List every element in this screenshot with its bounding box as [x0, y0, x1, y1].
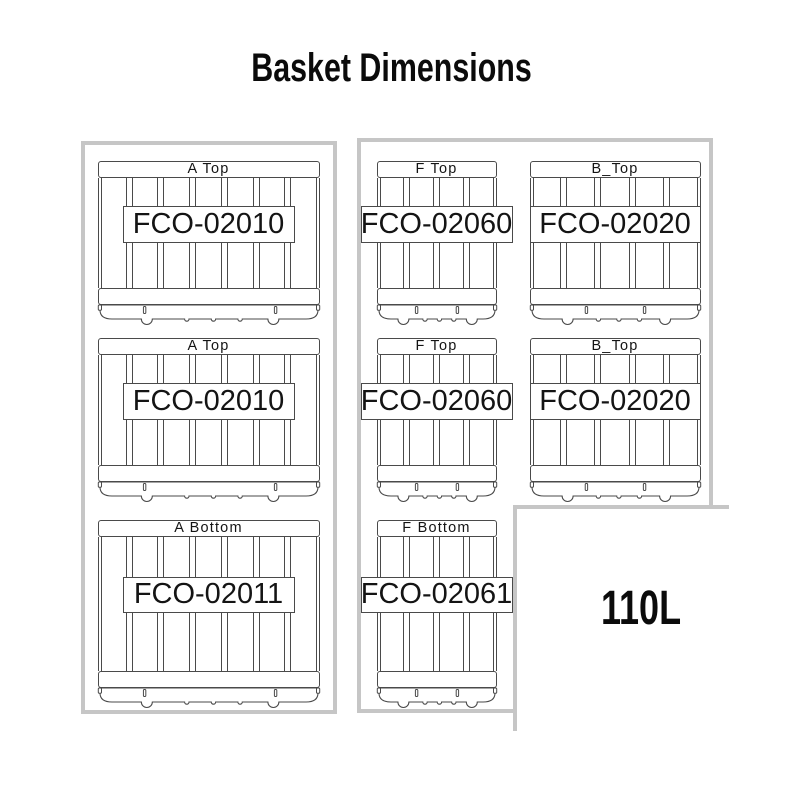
basket-position-label: A Top	[187, 160, 230, 177]
basket-bottom-rail	[97, 464, 320, 482]
basket-position-label: B_Top	[591, 337, 639, 354]
basket-slat-post	[315, 354, 320, 465]
basket-position-label: B_Top	[591, 160, 639, 177]
basket-base	[376, 303, 497, 325]
basket-bottom-rail	[376, 670, 497, 688]
basket-slat-post	[97, 177, 102, 288]
basket-bottom-rail	[529, 464, 701, 482]
basket-slat-post	[315, 177, 320, 288]
basket-part-number: FCO-02061	[360, 578, 513, 610]
basket-slat-post	[97, 354, 102, 465]
basket-bottom-rail	[97, 287, 320, 305]
panel-notch	[513, 505, 729, 731]
basket-base	[97, 686, 320, 708]
basket-base	[529, 480, 701, 502]
basket-part-number: FCO-02020	[539, 384, 691, 417]
basket-top-rail: F Top	[376, 337, 497, 355]
basket-part-band: FCO-02060	[360, 382, 513, 420]
basket-slat-post	[315, 536, 320, 671]
page-title: Basket Dimensions	[0, 48, 784, 88]
basket-part-number: FCO-02011	[133, 578, 284, 610]
basket-slat-post	[97, 536, 102, 671]
basket-position-label: A Bottom	[174, 519, 243, 536]
basket-part-band: FCO-02011	[122, 576, 295, 613]
basket-top-rail: F Top	[376, 160, 497, 178]
page-title-text: Basket Dimensions	[251, 46, 533, 90]
basket-bottom-rail	[376, 287, 497, 305]
basket-base	[376, 686, 497, 708]
basket-bottom-rail	[529, 287, 701, 305]
basket-position-label: F Top	[415, 337, 458, 354]
basket-part-number: FCO-02010	[132, 384, 285, 417]
basket-position-label: A Top	[187, 337, 230, 354]
basket-part-number: FCO-02020	[539, 207, 691, 240]
basket-part-band: FCO-02010	[122, 382, 295, 420]
basket-top-rail: A Top	[97, 160, 320, 178]
capacity-label: 110L	[601, 585, 708, 633]
basket-bottom-rail	[97, 670, 320, 688]
basket-base	[97, 480, 320, 502]
basket-top-rail: B_Top	[529, 160, 701, 178]
basket-base	[97, 303, 320, 325]
basket-part-band: FCO-02020	[529, 382, 701, 420]
basket-part-band: FCO-02061	[360, 576, 513, 613]
basket-top-rail: B_Top	[529, 337, 701, 355]
basket-part-band: FCO-02060	[360, 205, 513, 243]
capacity-label-text: 110L	[601, 582, 682, 635]
basket-part-number: FCO-02060	[360, 384, 513, 417]
basket-base	[529, 303, 701, 325]
basket-top-rail: A Bottom	[97, 519, 320, 537]
basket-part-band: FCO-02010	[122, 205, 295, 243]
basket-base	[376, 480, 497, 502]
basket-position-label: F Top	[415, 160, 458, 177]
basket-top-rail: A Top	[97, 337, 320, 355]
basket-top-rail: F Bottom	[376, 519, 497, 537]
basket-bottom-rail	[376, 464, 497, 482]
basket-part-number: FCO-02010	[132, 207, 285, 240]
basket-part-number: FCO-02060	[360, 207, 513, 240]
basket-position-label: F Bottom	[402, 519, 471, 536]
basket-part-band: FCO-02020	[529, 205, 701, 243]
